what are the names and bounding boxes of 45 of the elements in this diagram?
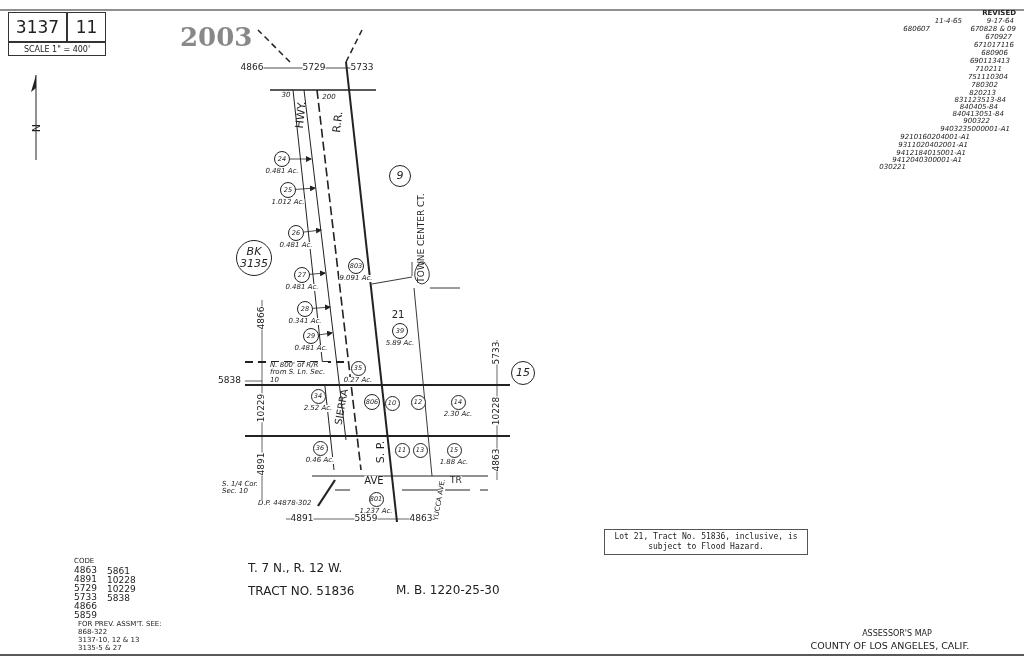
header-cell: 11: [67, 12, 106, 42]
map-text: 4866: [240, 63, 264, 73]
map-text: 5729: [74, 584, 97, 594]
map-text: R.R.: [331, 110, 345, 134]
map-text: 4866: [257, 306, 267, 330]
header-cell: SCALE 1" = 400': [8, 42, 106, 56]
map-text: 4891: [74, 575, 97, 585]
map-text: 4863: [492, 448, 502, 472]
map-text: 5733: [492, 341, 502, 365]
map-text: 5838: [218, 376, 241, 386]
map-text: SIERRA: [333, 388, 351, 426]
map-text: 5859: [74, 611, 97, 621]
map-text: 5861: [107, 567, 130, 577]
map-text: 5733: [350, 63, 374, 73]
map-text: M. B. 1220-25-30: [396, 583, 500, 597]
map-text: 4863: [74, 566, 97, 576]
map-text: HWY.: [293, 100, 309, 130]
parcel-number-circle: 15: [511, 361, 535, 385]
map-text: 10229: [257, 393, 267, 423]
map-text: S. P.: [375, 440, 387, 464]
header-cell: 3137: [8, 12, 67, 42]
map-text: 5733: [74, 593, 97, 603]
map-text: T. 7 N., R. 12 W.: [248, 561, 343, 575]
map-text: 5859: [354, 514, 378, 524]
map-text: 4891: [257, 452, 267, 476]
map-text: 10229: [107, 585, 136, 595]
map-text: 21: [391, 309, 405, 321]
map-text: COUNTY OF LOS ANGELES, CALIF.: [810, 641, 970, 651]
map-text: 10228: [492, 396, 502, 426]
map-text: 10228: [107, 576, 136, 586]
flood-hazard-note: Lot 21, Tract No. 51836, inclusive, is subject to Flood Hazard.: [604, 529, 808, 555]
map-text: 2003: [180, 24, 253, 52]
map-text: TR: [450, 476, 462, 486]
map-text: 4866: [74, 602, 97, 612]
map-text: 4891: [290, 514, 314, 524]
map-text: AVE: [364, 475, 384, 487]
parcel-number-circle: 9: [389, 165, 411, 187]
parcel-number-circle: BK 3135: [236, 240, 272, 276]
map-text: 5838: [107, 594, 130, 604]
map-text: N: [29, 123, 41, 133]
map-text: 5729: [302, 63, 326, 73]
map-text: TOWNE CENTER CT.: [417, 193, 427, 283]
map-text: 4863: [409, 514, 433, 524]
map-text: TRACT NO. 51836: [248, 584, 355, 598]
map-text: ASSESSOR'S MAP: [862, 629, 932, 639]
